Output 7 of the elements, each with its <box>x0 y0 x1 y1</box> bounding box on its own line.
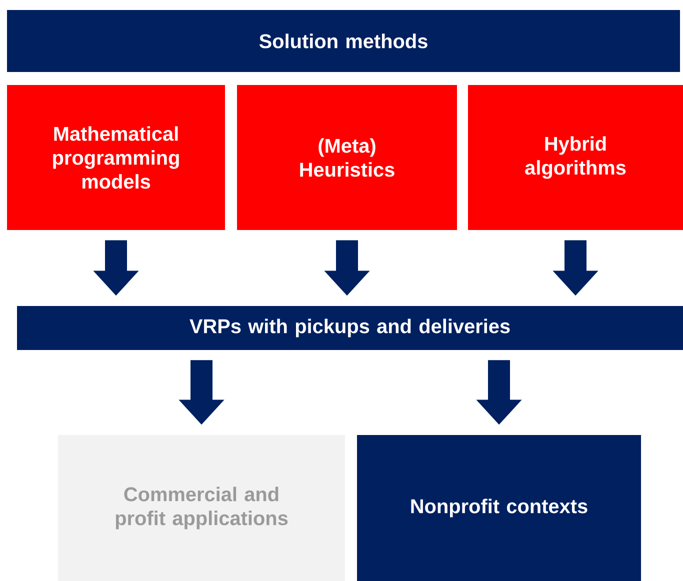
method-box: Mathematical programming models <box>7 84 225 230</box>
application-box: Nonprofit contexts <box>357 434 641 581</box>
method-box: Hybrid algorithms <box>468 84 683 230</box>
title-band: Solution methods <box>7 10 680 72</box>
application-box: Commercial and profit applications <box>58 434 345 581</box>
method-box: (Meta) Heuristics <box>237 84 457 230</box>
topic-band: VRPs with pickups and deliveries <box>17 306 683 350</box>
